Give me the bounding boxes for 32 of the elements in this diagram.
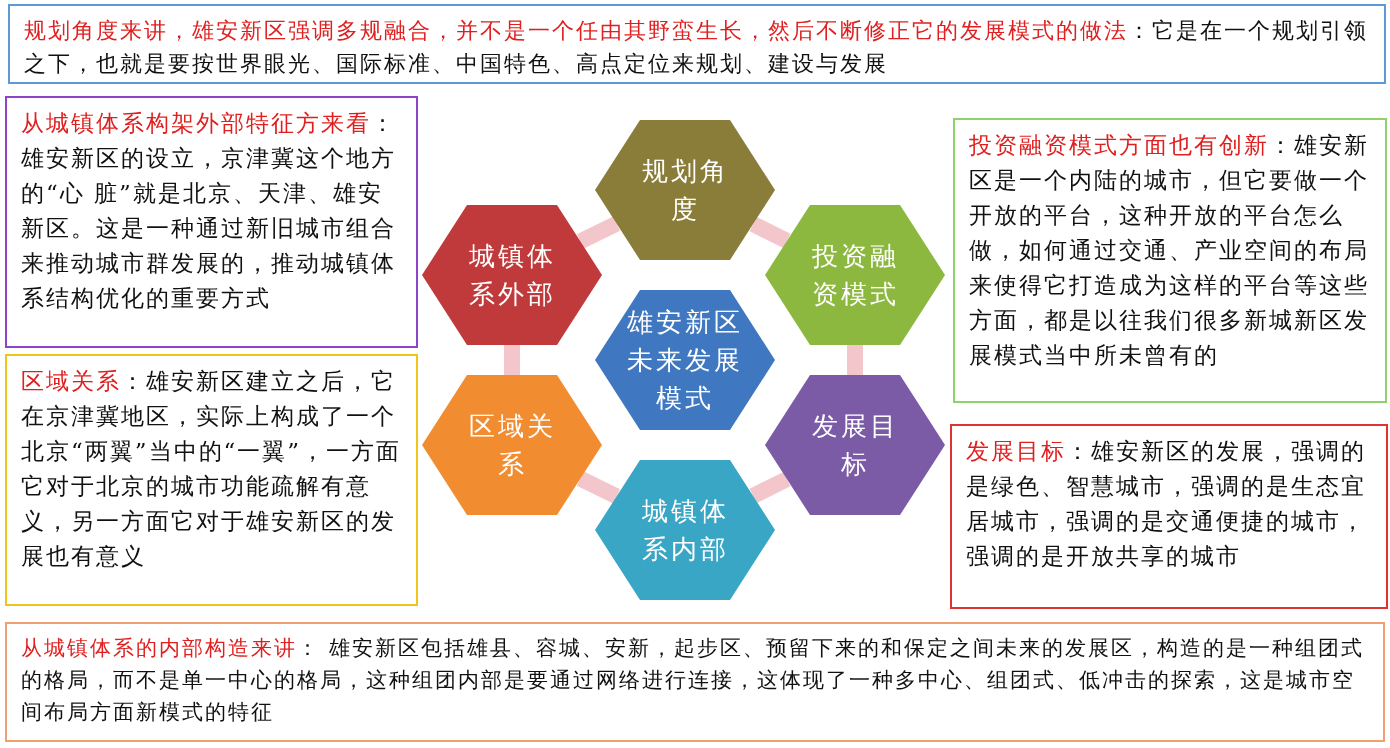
text-box — [5, 354, 418, 606]
hexagon — [595, 460, 775, 600]
hexagon — [765, 205, 945, 345]
connector-bar — [504, 345, 520, 375]
paragraph: 规划角度来讲，雄安新区强调多规融合，并不是一个任由其野蛮生长，然后不断修正它的发展模式的做法：它是在一个规划引领之下，也就是要按世界眼光、国际标准、中国特色、高点定位来规划、建设与发展 — [24, 17, 1369, 78]
hexagon-label: 发展目标 — [810, 410, 900, 481]
paragraph: 发展目标：雄安新区的发展，强调的是绿色、智慧城市，强调的是生态宜居城市，强调的是交通便捷的城市，强调的是开放共享的城市 — [966, 437, 1367, 571]
connector-bar — [576, 216, 621, 249]
hexagon-label: 城镇体系内部 — [640, 495, 730, 566]
hexagon-label: 雄安新区未来发展模式 — [626, 306, 744, 415]
connector-bar — [749, 471, 791, 504]
paragraph: 从城镇体系的内部构造来讲： 雄安新区包括雄县、容城、安新，起步区、预留下来的和保定之间未来的发展区，构造的是一种组团式的格局，而不是单一中心的格局，这种组团内部是要通过网络进行连接，这体现了一种多中心、组团式、低冲击的探索，这是城市空间布局方面新模式的特征 — [21, 635, 1365, 726]
text-box — [950, 424, 1388, 609]
hexagon — [595, 120, 775, 260]
hexagon — [765, 375, 945, 515]
hexagon-label: 区域关系 — [467, 410, 557, 481]
paragraph: 从城镇体系构架外部特征方来看：雄安新区的设立，京津冀这个地方的“心 脏”就是北京、天津、雄安新区。这是一种通过新旧城市组合来推动城市群发展的，推动城镇体系结构优化的重要方式 — [21, 109, 397, 313]
hexagon — [422, 205, 602, 345]
connector-bar — [749, 216, 791, 249]
hexagon-label: 城镇体系外部 — [467, 240, 557, 311]
text-box — [953, 118, 1387, 403]
connector-bar — [847, 345, 863, 375]
text-box — [8, 4, 1386, 84]
hexagon — [595, 290, 775, 430]
hexagon — [422, 375, 602, 515]
hexagon-label: 投资融资模式 — [810, 240, 900, 311]
paragraph: 区域关系：雄安新区建立之后，它在京津冀地区，实际上构成了一个北京“两翼”当中的“一翼”，一方面它对于北京的城市功能疏解有意义，另一方面它对于雄安新区的发展也有意义 — [21, 367, 402, 571]
paragraph: 投资融资模式方面也有创新：雄安新区是一个内陆的城市，但它要做一个开放的平台，这种开放的平台怎么做，如何通过交通、产业空间的布局来使得它打造成为这样的平台等这些方面，都是以往我们很多新城新区发展模式当中所未曾有的 — [969, 131, 1370, 370]
connector-bar — [576, 471, 621, 504]
text-box — [5, 96, 418, 348]
text-box — [5, 622, 1385, 742]
hexagon-label: 规划角度 — [640, 155, 730, 226]
